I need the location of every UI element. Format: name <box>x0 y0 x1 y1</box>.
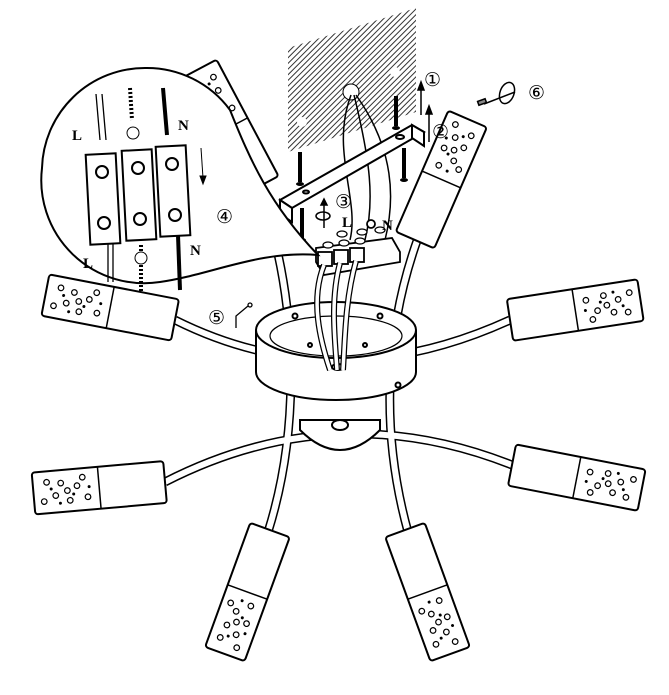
wiring-detail-magnifier: L N L N <box>40 66 321 292</box>
lamp-right <box>505 278 645 342</box>
connector-strips <box>84 144 192 246</box>
step-5-label: ⑤ <box>208 307 225 329</box>
ceiling-plate <box>288 8 416 152</box>
screw-icon <box>398 146 410 184</box>
wire-neutral <box>161 87 182 291</box>
lamp-bottom-right <box>384 521 471 663</box>
terminal-live-label: L <box>342 215 352 231</box>
wrench-icon <box>235 302 253 328</box>
lamp-bottom-left <box>204 521 291 663</box>
lamp-lower-left <box>30 460 168 516</box>
arrow-down-icon <box>199 147 207 186</box>
step-2-label: ② <box>432 121 449 143</box>
lamp-left <box>40 273 180 342</box>
screw-rotate-icon <box>476 81 516 107</box>
mounting-bracket <box>278 123 426 224</box>
lamp-lower-right <box>506 443 647 512</box>
earth-screw-icon <box>126 126 140 140</box>
earth-screw-icon <box>134 251 148 265</box>
wire-live <box>95 93 114 282</box>
step-6-label: ⑥ <box>528 82 545 104</box>
terminal-neutral-label: N <box>382 218 393 234</box>
step-1-label: ① <box>424 69 441 91</box>
step-3-label: ③ <box>335 191 352 213</box>
neutral-label: N <box>178 118 189 134</box>
live-label: L <box>72 128 82 144</box>
screw-icon <box>294 150 306 188</box>
arrow-up-icon <box>416 79 434 142</box>
step-4-label: ④ <box>216 206 233 228</box>
live-label: L <box>83 256 93 272</box>
neutral-label: N <box>190 243 201 259</box>
wire-earth <box>128 87 143 292</box>
terminal-block <box>315 219 401 276</box>
rotate-icon <box>315 197 331 228</box>
